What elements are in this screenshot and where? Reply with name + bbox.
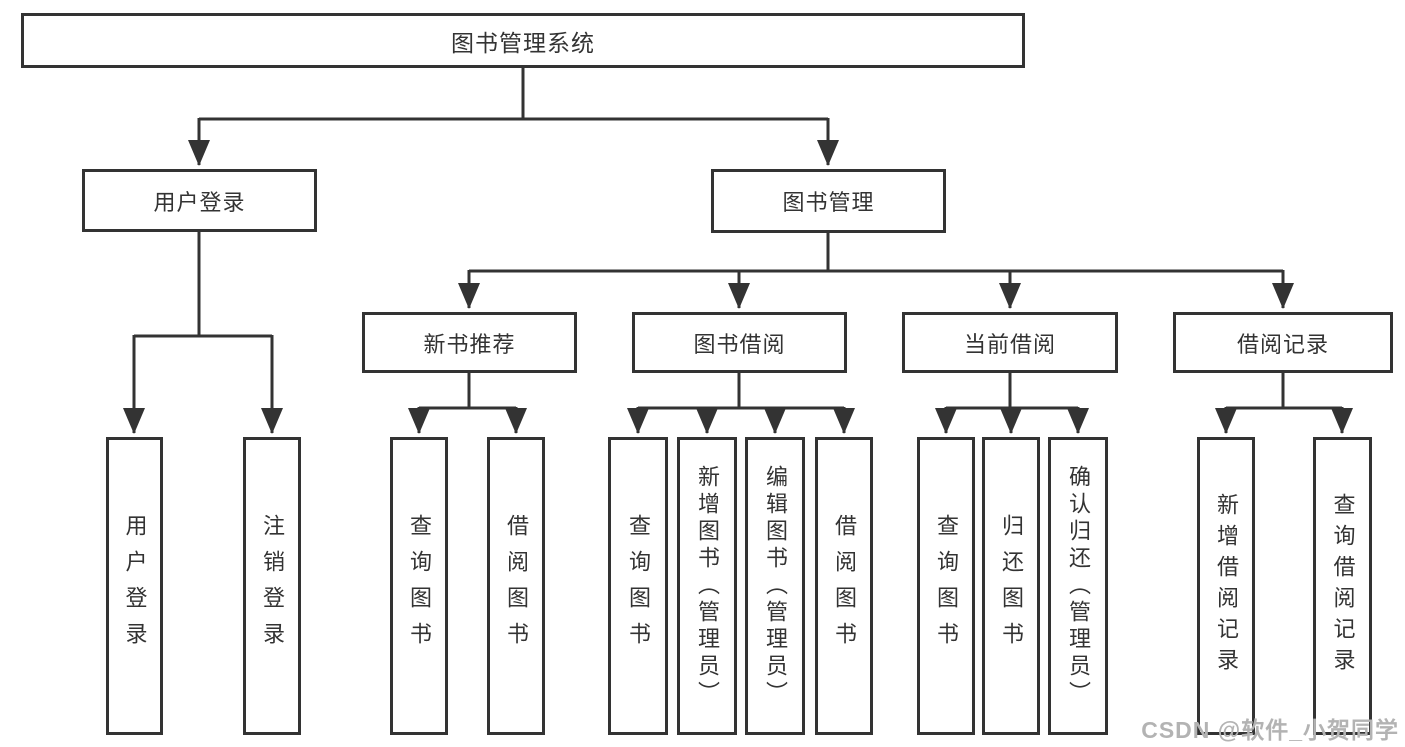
node-user-login-label: 用户登录	[153, 189, 246, 215]
connector-new-book-recommendation	[408, 373, 527, 434]
node-current-borrowing-label: 当前借阅	[963, 331, 1056, 357]
node-leaf-edit-book-admin: 编辑图书（管理员）	[745, 437, 805, 735]
watermark: CSDN @软件_小贺同学	[1141, 717, 1399, 743]
node-leaf-borrow-books-2-label: 借阅图书	[832, 514, 857, 658]
node-root: 图书管理系统	[21, 13, 1025, 68]
node-borrowing-records-label: 借阅记录	[1236, 331, 1329, 357]
node-leaf-borrow-books-1-label: 借阅图书	[504, 514, 529, 658]
node-new-book-recommendation-label: 新书推荐	[423, 331, 516, 357]
node-leaf-query-borrow-record: 查询借阅记录	[1313, 437, 1372, 735]
node-leaf-query-books-2: 查询图书	[608, 437, 668, 735]
node-leaf-return-books-label: 归还图书	[999, 514, 1024, 658]
node-leaf-confirm-return-admin: 确认归还（管理员）	[1048, 437, 1108, 735]
node-current-borrowing: 当前借阅	[902, 312, 1118, 373]
node-leaf-edit-book-admin-label: 编辑图书（管理员）	[763, 464, 788, 708]
node-leaf-user-login-label: 用户登录	[122, 514, 148, 658]
connector-borrowing-records	[1215, 373, 1353, 434]
node-leaf-add-book-admin-label: 新增图书（管理员）	[695, 464, 720, 708]
node-leaf-query-books-3-label: 查询图书	[934, 514, 959, 658]
node-book-borrowing: 图书借阅	[632, 312, 847, 373]
node-leaf-add-book-admin: 新增图书（管理员）	[677, 437, 737, 735]
node-leaf-add-borrow-record-label: 新增借阅记录	[1214, 493, 1239, 679]
node-leaf-logout-label: 注销登录	[260, 514, 285, 658]
node-leaf-query-books-1: 查询图书	[390, 437, 448, 735]
node-leaf-query-books-2-label: 查询图书	[626, 514, 651, 658]
node-leaf-borrow-books-2: 借阅图书	[815, 437, 873, 735]
node-book-management-label: 图书管理	[782, 190, 875, 215]
node-leaf-query-borrow-record-label: 查询借阅记录	[1330, 493, 1356, 679]
connector-book-management	[458, 233, 1294, 309]
node-user-login: 用户登录	[82, 169, 317, 232]
connector-book-borrowing	[627, 373, 855, 434]
node-leaf-query-books-1-label: 查询图书	[407, 514, 432, 658]
node-leaf-confirm-return-admin-label: 确认归还（管理员）	[1066, 464, 1091, 708]
connector-current-borrowing	[935, 373, 1089, 434]
node-root-label: 图书管理系统	[451, 29, 595, 56]
node-leaf-logout: 注销登录	[243, 437, 301, 735]
node-new-book-recommendation: 新书推荐	[362, 312, 577, 373]
node-leaf-user-login: 用户登录	[106, 437, 163, 735]
node-leaf-add-borrow-record: 新增借阅记录	[1197, 437, 1255, 735]
node-leaf-query-books-3: 查询图书	[917, 437, 975, 735]
connector-user-login	[123, 232, 283, 434]
node-book-management: 图书管理	[711, 169, 946, 233]
node-leaf-borrow-books-1: 借阅图书	[487, 437, 545, 735]
connector-root	[188, 68, 839, 166]
node-leaf-return-books: 归还图书	[982, 437, 1040, 735]
node-book-borrowing-label: 图书借阅	[693, 331, 786, 357]
node-borrowing-records: 借阅记录	[1173, 312, 1393, 373]
